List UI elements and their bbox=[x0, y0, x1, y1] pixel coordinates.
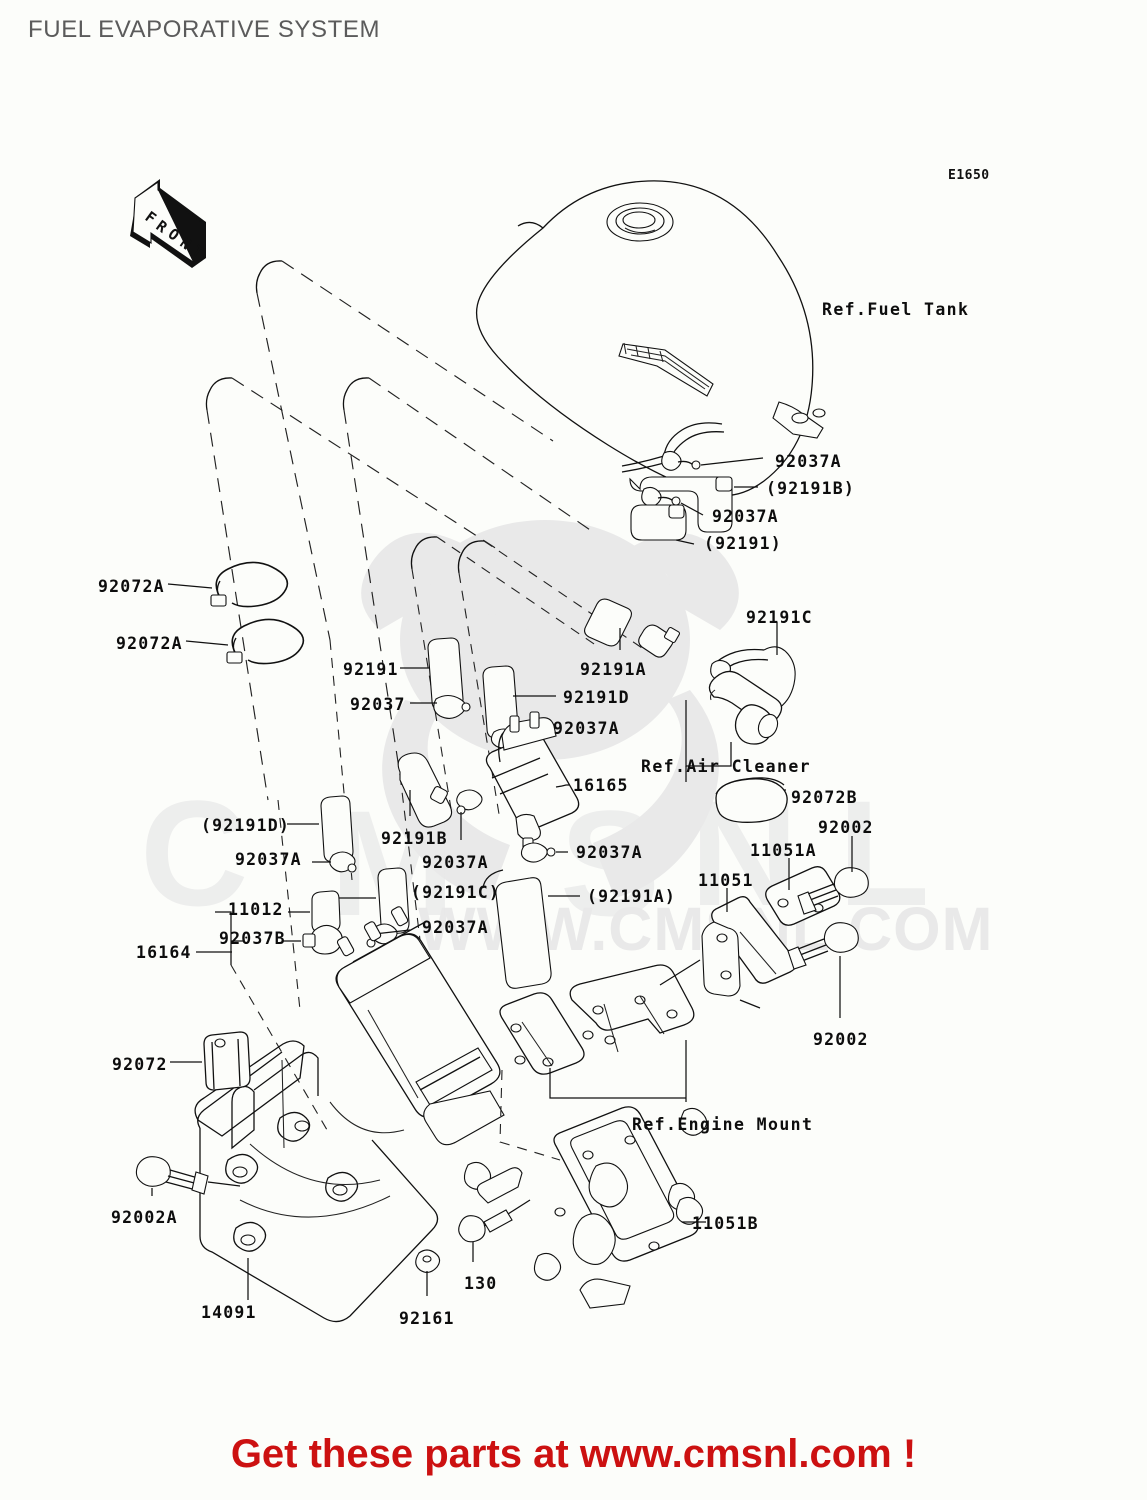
group-16164-bracket bbox=[196, 911, 331, 1136]
part-92037b-clamp bbox=[282, 924, 343, 955]
part-92002a-bolt bbox=[135, 1156, 241, 1196]
part-92037-clamp bbox=[410, 694, 471, 719]
callout-92161: 92161 bbox=[399, 1309, 455, 1328]
callout-92037b: 92037B bbox=[219, 929, 286, 948]
page-title: FUEL EVAPORATIVE SYSTEM bbox=[28, 16, 381, 43]
callout-92191b: 92191B bbox=[381, 829, 448, 848]
callout-ref-air-cleaner: Ref.Air Cleaner bbox=[641, 757, 812, 776]
callout-92191-paren: (92191) bbox=[704, 534, 782, 553]
callout-92037a-1: 92037A bbox=[775, 452, 842, 471]
callout-ref-engine-mount: Ref.Engine Mount bbox=[632, 1115, 814, 1134]
callout-92191a: 92191A bbox=[580, 660, 647, 679]
part-92072a-1 bbox=[167, 561, 289, 608]
callout-92072a-2: 92072A bbox=[116, 634, 183, 653]
svg-text:C: C bbox=[140, 769, 248, 937]
part-11012-element bbox=[288, 890, 341, 933]
part-92002-bolt-upper bbox=[797, 836, 869, 915]
part-16164-canister bbox=[335, 906, 505, 1146]
diagram-code: E1650 bbox=[948, 168, 990, 183]
callout-92037a-2: 92037A bbox=[712, 507, 779, 526]
callout-92072a-1: 92072A bbox=[98, 577, 165, 596]
callout-92037a-3: 92037A bbox=[553, 719, 620, 738]
part-connector-nipple bbox=[638, 624, 681, 658]
part-92037a-upper2 bbox=[641, 486, 704, 516]
callout-92191c-paren: (92191C) bbox=[411, 883, 501, 902]
part-92072b-cap bbox=[715, 777, 788, 823]
callout-92037: 92037 bbox=[350, 695, 406, 714]
callout-92002-bottom: 92002 bbox=[813, 1030, 869, 1049]
callout-11051a: 11051A bbox=[750, 841, 817, 860]
callout-11012: 11012 bbox=[228, 900, 284, 919]
callout-130: 130 bbox=[464, 1274, 498, 1293]
part-92037a-midleft bbox=[456, 789, 483, 840]
part-92191-hose bbox=[630, 504, 695, 545]
fuel-tank-part bbox=[476, 180, 826, 497]
connector-leads bbox=[659, 959, 761, 1009]
part-92037a-right bbox=[520, 842, 568, 863]
svg-text:L: L bbox=[838, 769, 930, 937]
footer-tagline: Get these parts at www.cmsnl.com ! bbox=[230, 1432, 917, 1476]
part-92072a-2 bbox=[185, 618, 305, 665]
part-92191d-tube-lower bbox=[287, 795, 354, 863]
callout-11051b: 11051B bbox=[692, 1214, 759, 1233]
callout-92072b: 92072B bbox=[791, 788, 858, 807]
callout-92037a-7: 92037A bbox=[422, 918, 489, 937]
callout-16164: 16164 bbox=[136, 943, 192, 962]
part-92037a-lowerleft bbox=[312, 851, 357, 873]
part-92191a-tube bbox=[583, 598, 633, 650]
callout-ref-fuel-tank: Ref.Fuel Tank bbox=[822, 300, 970, 319]
ref-engine-mount-brackets bbox=[499, 964, 695, 1161]
ref-air-cleaner-tee bbox=[685, 670, 783, 782]
part-92002-bolt-lower bbox=[787, 922, 859, 1018]
callout-92072: 92072 bbox=[112, 1055, 168, 1074]
callout-92191b-paren: (92191B) bbox=[766, 479, 856, 498]
callout-16165: 16165 bbox=[573, 776, 629, 795]
part-92161-damper bbox=[415, 1249, 441, 1296]
front-arrow-icon: F R O N T bbox=[130, 179, 207, 268]
part-92037a-upper bbox=[661, 450, 764, 471]
callout-92191d: 92191D bbox=[563, 688, 630, 707]
callout-14091: 14091 bbox=[201, 1303, 257, 1322]
part-16165-filter bbox=[485, 711, 580, 851]
callout-92002-top: 92002 bbox=[818, 818, 874, 837]
callout-92191: 92191 bbox=[343, 660, 399, 679]
callout-92037a-5: 92037A bbox=[422, 853, 489, 872]
callout-92191d-paren: (92191D) bbox=[201, 816, 291, 835]
callout-92037a-4: 92037A bbox=[235, 850, 302, 869]
part-92191a-u-hose bbox=[482, 869, 580, 989]
callout-92037a-6: 92037A bbox=[576, 843, 643, 862]
callout-92191a-paren: (92191A) bbox=[587, 887, 677, 906]
part-92072-strap bbox=[170, 1031, 251, 1091]
callout-92002a: 92002A bbox=[111, 1208, 178, 1227]
part-11051-bracket bbox=[701, 888, 797, 997]
part-14091-cover bbox=[194, 1040, 439, 1323]
callout-11051: 11051 bbox=[698, 871, 754, 890]
part-11051b-plate bbox=[463, 1106, 708, 1309]
part-130-bolt bbox=[458, 1199, 531, 1262]
part-92191b-hose bbox=[397, 752, 453, 828]
callout-92191c: 92191C bbox=[746, 608, 813, 627]
